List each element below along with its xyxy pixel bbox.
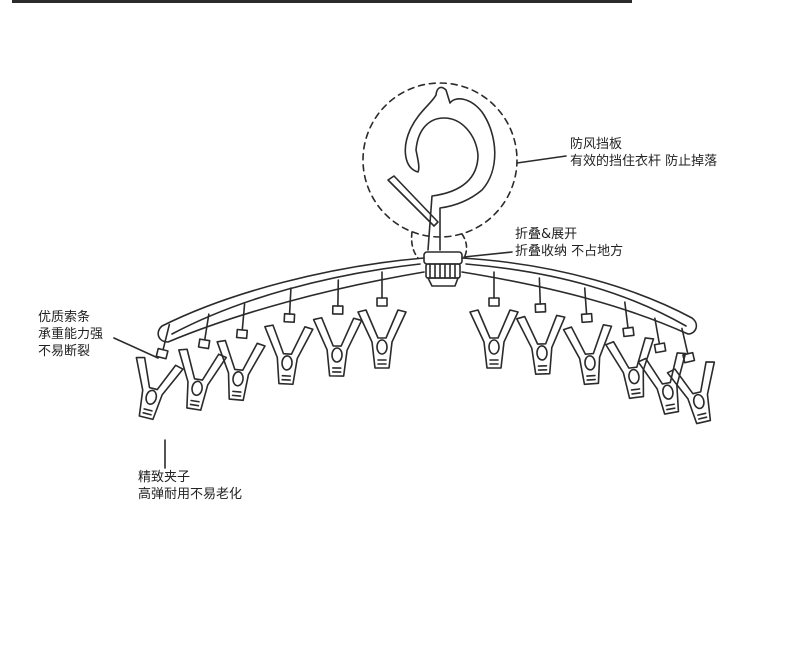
clothespin xyxy=(605,301,655,400)
callout-cord: 优质索条 承重能力强 不易断裂 xyxy=(38,309,103,360)
clothespin xyxy=(135,323,184,421)
clothespin-row xyxy=(135,271,716,425)
clothespin xyxy=(666,327,716,425)
hanger-arm-left xyxy=(157,257,425,343)
callout-clip-title: 精致夹子 xyxy=(138,470,191,485)
leader-fold xyxy=(463,251,513,258)
top-border-bar xyxy=(12,0,632,3)
callout-hook-guard-title: 防风挡板 xyxy=(570,137,623,152)
clothespin xyxy=(264,287,314,386)
callout-fold-title: 折叠&展开 xyxy=(515,227,578,242)
swivel-joint xyxy=(423,251,463,287)
callout-cord-line1: 优质索条 xyxy=(38,310,91,325)
clothespin xyxy=(178,313,228,411)
clothespin xyxy=(312,279,363,377)
leader-hook xyxy=(516,155,567,164)
clothespin xyxy=(562,287,613,386)
callout-cord-line2: 承重能力强 xyxy=(38,327,104,342)
callout-hook-guard: 防风挡板 有效的挡住衣杆 防止掉落 xyxy=(570,136,717,170)
hook xyxy=(387,86,496,251)
callout-clip: 精致夹子 高弹耐用不易老化 xyxy=(138,469,242,503)
clothespin xyxy=(515,277,566,375)
callout-clip-desc: 高弹耐用不易老化 xyxy=(138,487,243,502)
clothespin xyxy=(637,317,687,415)
leader-cord xyxy=(113,337,159,359)
wind-guard xyxy=(387,175,439,227)
detail-connector-dashed xyxy=(410,231,419,259)
hanger-arm-right xyxy=(461,257,698,335)
callout-hook-guard-desc: 有效的挡住衣杆 防止掉落 xyxy=(570,154,718,169)
callout-cord-line3: 不易断裂 xyxy=(38,344,91,359)
callout-fold-desc: 折叠收纳 不占地方 xyxy=(515,244,624,259)
callout-fold: 折叠&展开 折叠收纳 不占地方 xyxy=(515,226,623,260)
clothespin xyxy=(357,271,407,369)
clothespin xyxy=(469,271,519,369)
clothespin xyxy=(216,303,266,402)
detail-connector-dashed-2 xyxy=(461,233,468,259)
